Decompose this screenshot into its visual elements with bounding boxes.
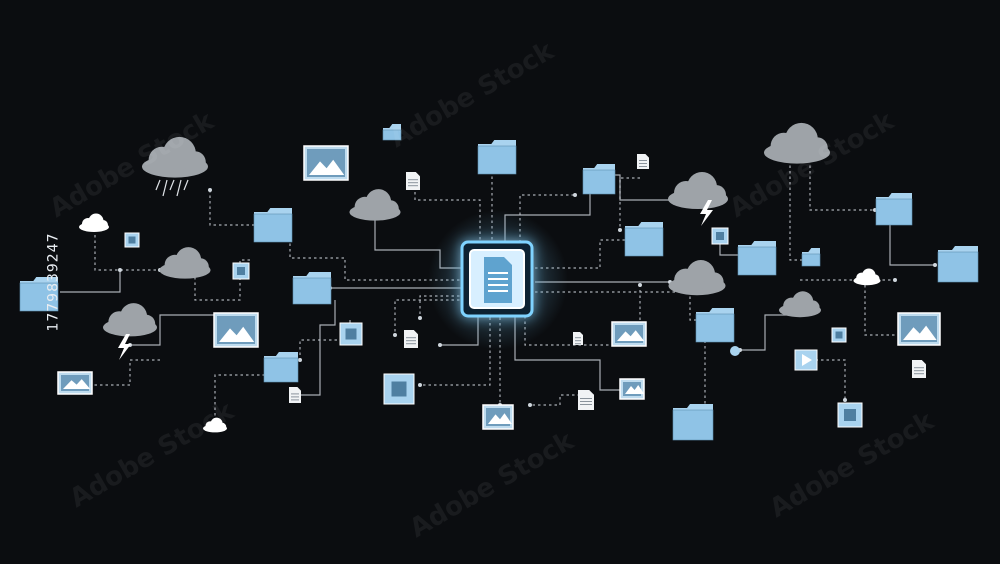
cloud-icon (779, 291, 821, 318)
file-icon[interactable] (404, 330, 418, 348)
rain-drop (183, 179, 189, 191)
folder-icon[interactable] (19, 277, 59, 312)
connection-line (130, 314, 225, 346)
connection-line (740, 314, 795, 351)
image-icon[interactable] (611, 321, 647, 347)
file-icon[interactable] (573, 332, 583, 345)
chat-icon[interactable] (339, 322, 363, 346)
connection-line (90, 359, 160, 386)
folder-icon[interactable] (624, 222, 664, 257)
folder-icon[interactable] (937, 246, 979, 283)
cloud-icon (668, 260, 726, 296)
cloud-icon (349, 189, 401, 221)
connection-line (864, 285, 900, 336)
folder-icon[interactable] (382, 124, 402, 141)
cloud-icon (79, 213, 109, 232)
folder-icon[interactable] (263, 352, 299, 383)
folder-icon[interactable] (737, 241, 777, 276)
rain-drop (162, 179, 168, 197)
folder-icon[interactable] (477, 140, 517, 175)
file-icon[interactable] (289, 387, 301, 403)
image-icon[interactable] (711, 227, 729, 245)
image-icon[interactable] (303, 145, 349, 181)
cloud-icon (853, 268, 881, 286)
cloud-icon (103, 303, 157, 337)
nodes (19, 122, 979, 441)
search-icon[interactable] (837, 402, 863, 428)
connection-line (789, 160, 805, 261)
status-dot (730, 346, 740, 356)
folder-icon[interactable] (801, 248, 821, 267)
connection-line (295, 300, 336, 396)
connection-line (809, 160, 875, 211)
connection-line (60, 270, 121, 293)
connection-line (535, 291, 705, 321)
file-icon[interactable] (578, 390, 594, 410)
cloud-icon (764, 122, 830, 164)
file-icon[interactable] (831, 327, 847, 343)
connection-line (94, 235, 160, 271)
connection-endpoint (528, 403, 532, 407)
connection-line (194, 259, 250, 301)
connection-line (209, 190, 260, 226)
document-icon[interactable] (460, 240, 534, 318)
connection-line (530, 394, 580, 406)
image-icon[interactable] (897, 312, 941, 346)
folder-icon[interactable] (695, 308, 735, 343)
connection-line (810, 359, 846, 400)
connection-endpoint (933, 263, 937, 267)
connection-endpoint (438, 343, 442, 347)
connection-endpoint (638, 283, 642, 287)
lightning-icon (118, 334, 131, 360)
folder-icon[interactable] (292, 272, 332, 305)
connection-endpoint (843, 398, 847, 402)
connection-endpoint (573, 193, 577, 197)
connection-endpoint (298, 358, 302, 362)
cloud-icon (159, 247, 211, 279)
rain-drop (155, 179, 161, 191)
file-icon[interactable] (637, 154, 649, 169)
connection-endpoint (208, 188, 212, 192)
folder-icon[interactable] (253, 208, 293, 243)
cloud-icon (668, 172, 728, 209)
connection-endpoint (118, 268, 122, 272)
connection-endpoint (418, 316, 422, 320)
lightning-icon (700, 200, 713, 226)
image-icon[interactable] (619, 378, 645, 400)
connection-line (719, 240, 745, 256)
folder-icon[interactable] (672, 404, 714, 441)
cloud-icon (142, 136, 208, 178)
image-icon[interactable] (57, 371, 93, 395)
connection-endpoint (418, 383, 422, 387)
image-icon[interactable] (232, 262, 250, 280)
folder-icon[interactable] (582, 164, 616, 195)
connection-endpoint (618, 228, 622, 232)
rain-drop (169, 179, 175, 191)
file-icon[interactable] (912, 360, 926, 378)
file-icon[interactable] (406, 172, 420, 190)
cloud-icon (203, 417, 227, 433)
play-icon[interactable] (794, 349, 818, 371)
folder-icon[interactable] (875, 193, 913, 226)
connection-endpoint (393, 333, 397, 337)
rain-drop (176, 179, 182, 197)
connection-line (889, 225, 935, 266)
share-icon[interactable] (383, 373, 415, 405)
connection-line (214, 374, 265, 420)
stock-id-label: 1779839247 (45, 232, 62, 332)
connection-line (299, 320, 351, 360)
connection-line (419, 295, 465, 318)
connection-line (535, 239, 640, 269)
image-icon[interactable] (482, 404, 514, 430)
connection-line (619, 177, 640, 230)
user-icon[interactable] (124, 232, 140, 248)
image-icon[interactable] (213, 312, 259, 348)
connection-endpoint (893, 278, 897, 282)
